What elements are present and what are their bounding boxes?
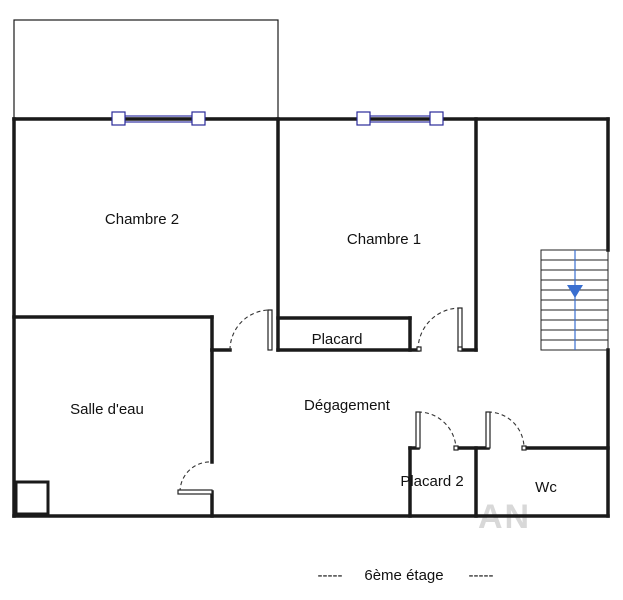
caption-right-dashes: ----- <box>469 567 494 584</box>
caption-floor-label: 6ème étage <box>364 567 443 584</box>
door-chambre-2 <box>229 309 273 351</box>
door-chambre-1 <box>416 307 463 352</box>
label-placard-2: Placard 2 <box>400 473 463 490</box>
label-placard: Placard <box>312 331 363 348</box>
caption-left-dashes: ----- <box>318 567 343 584</box>
window-chambre-2 <box>111 111 206 126</box>
balcony-outline <box>13 19 279 119</box>
label-salle-deau: Salle d'eau <box>70 401 144 418</box>
label-degagement: Dégagement <box>304 397 391 414</box>
staircase <box>540 249 609 351</box>
interior-walls <box>12 117 610 518</box>
door-placard-2 <box>415 411 459 451</box>
door-wc <box>485 411 527 451</box>
label-chambre-1: Chambre 1 <box>347 231 421 248</box>
window-chambre-1 <box>356 111 444 126</box>
label-wc: Wc <box>535 479 557 496</box>
label-chambre-2: Chambre 2 <box>105 211 179 228</box>
shower-tray <box>14 480 50 516</box>
door-salle-deau <box>177 461 213 495</box>
stairs-down-arrow-icon <box>567 285 583 298</box>
